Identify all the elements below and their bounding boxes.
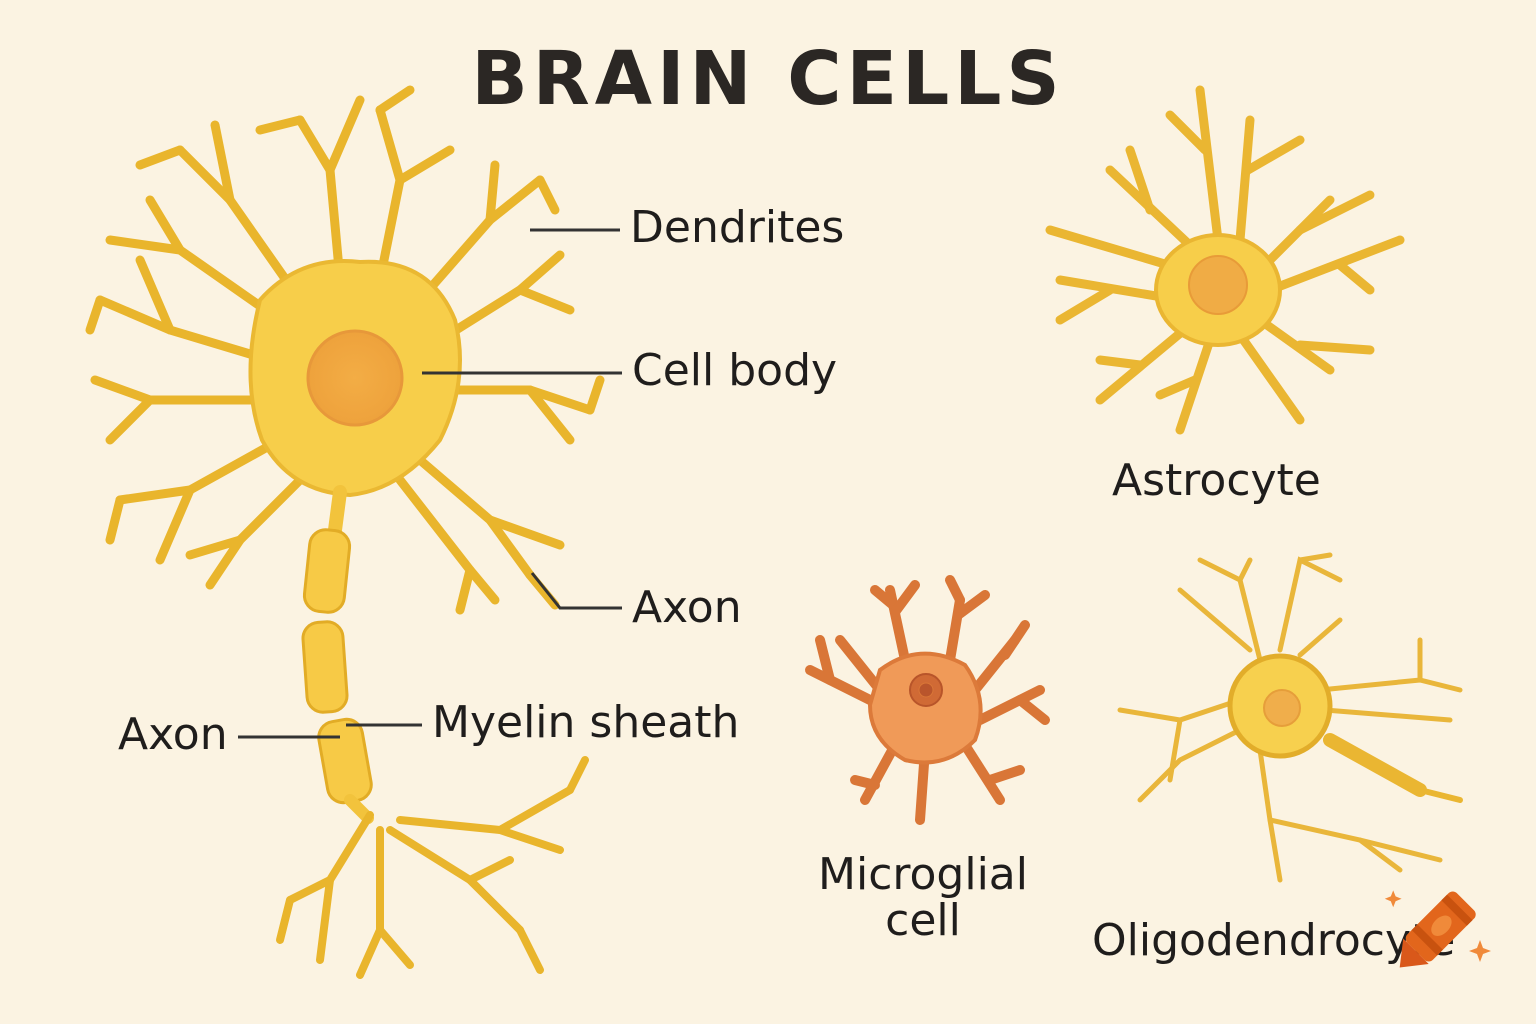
- label-oligodendrocyte: Oligodendrocyte: [1092, 915, 1456, 966]
- label-microglial-line2: cell: [885, 895, 961, 947]
- oligodendrocyte-cell: [1117, 552, 1463, 883]
- label-astrocyte: Astrocyte: [1112, 455, 1321, 506]
- label-cell-body: Cell body: [632, 345, 838, 396]
- microglial-cell-shape: [805, 575, 1050, 825]
- label-axon-left: Axon: [118, 709, 228, 760]
- page-title: BRAIN CELLS: [471, 36, 1065, 122]
- label-myelin-sheath: Myelin sheath: [432, 697, 740, 748]
- label-dendrites: Dendrites: [630, 202, 845, 253]
- neuron-dendrites: [85, 85, 605, 615]
- label-microglial-line1: Microglial: [818, 849, 1028, 900]
- astrocyte-cell: [1045, 85, 1405, 435]
- leader-lines: [238, 228, 622, 739]
- axon-terminals: [276, 756, 589, 979]
- myelin-sheath-segments: [301, 528, 373, 805]
- crayon-logo-icon: [1384, 890, 1491, 968]
- neuron-nucleus: [306, 329, 404, 427]
- neuron: [85, 85, 605, 979]
- label-microglial-cell: Microglial cell: [818, 849, 1028, 947]
- label-axon-right: Axon: [632, 582, 742, 633]
